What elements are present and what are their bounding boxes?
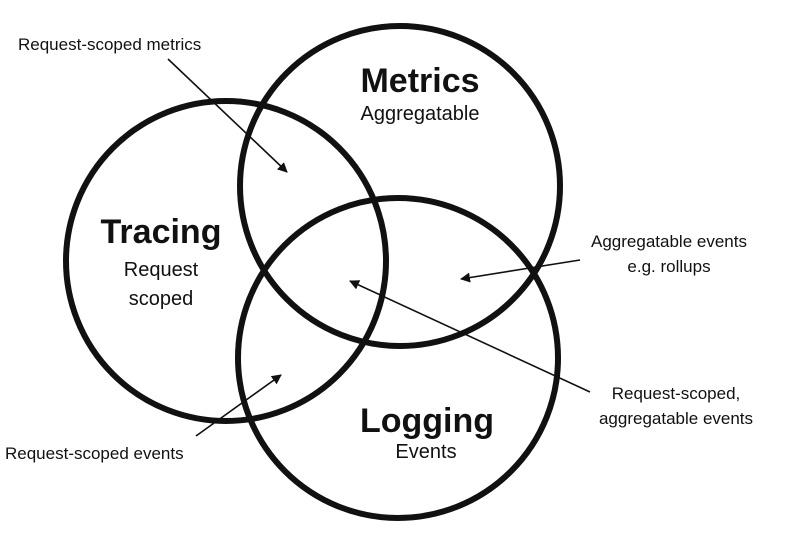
tracing-subtitle-line1: Request — [124, 259, 199, 281]
tracing-circle — [63, 98, 389, 424]
metrics-title: Metrics — [360, 62, 479, 100]
tracing-title: Tracing — [101, 213, 222, 251]
annotation-request-scoped-aggregatable-line1: Request-scoped, — [612, 384, 741, 403]
annotation-request-scoped-metrics: Request-scoped metrics — [18, 35, 201, 54]
arrow-aggregatable-events — [460, 259, 581, 283]
arrow-request-scoped-metrics — [167, 58, 288, 173]
annotation-request-scoped-events: Request-scoped events — [5, 444, 184, 463]
tracing-subtitle-line2: scoped — [129, 288, 194, 310]
annotation-aggregatable-events-line2: e.g. rollups — [627, 257, 710, 276]
arrow-request-scoped-events — [195, 374, 282, 437]
annotation-aggregatable-events-line1: Aggregatable events — [591, 232, 747, 251]
annotation-request-scoped-aggregatable-line2: aggregatable events — [599, 409, 753, 428]
logging-circle — [235, 195, 561, 521]
arrow-request-scoped-aggregatable — [349, 280, 591, 393]
logging-title: Logging — [360, 402, 494, 440]
metrics-circle — [237, 23, 563, 349]
metrics-subtitle: Aggregatable — [361, 103, 480, 125]
logging-subtitle: Events — [395, 441, 456, 463]
